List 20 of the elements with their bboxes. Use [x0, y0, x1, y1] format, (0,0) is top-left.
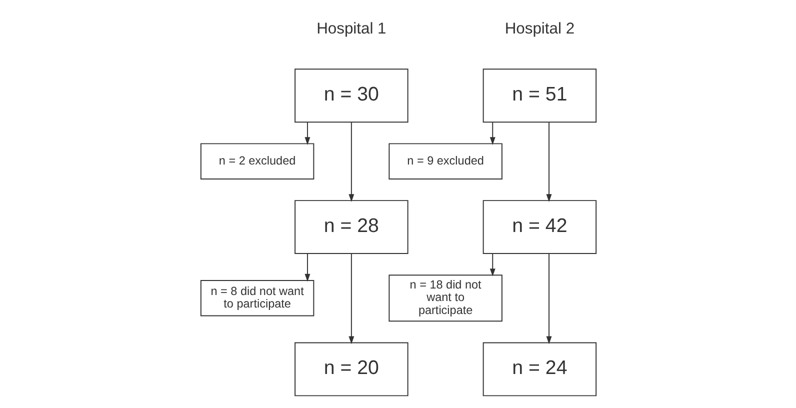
node-box: n = 8 did not want to participate — [200, 280, 314, 316]
arrow — [304, 122, 310, 145]
label: Hospital 1 — [316, 20, 386, 38]
node-box: n = 51 — [482, 68, 596, 123]
arrow — [489, 253, 495, 276]
arrow — [546, 253, 552, 344]
node-box: n = 20 — [294, 342, 408, 396]
node-box: n = 9 excluded — [388, 143, 502, 180]
label: Hospital 2 — [504, 20, 574, 38]
arrow — [546, 122, 552, 202]
node-box: n = 42 — [482, 200, 596, 254]
node-box: n = 28 — [294, 200, 408, 254]
node-box: n = 30 — [294, 68, 408, 123]
node-box: n = 2 excluded — [200, 143, 314, 180]
node-box: n = 24 — [482, 342, 596, 396]
arrow — [348, 122, 354, 202]
arrow — [304, 253, 310, 282]
arrow — [348, 253, 354, 344]
arrow — [489, 122, 495, 145]
node-box: n = 18 did not want to participate — [388, 274, 502, 322]
